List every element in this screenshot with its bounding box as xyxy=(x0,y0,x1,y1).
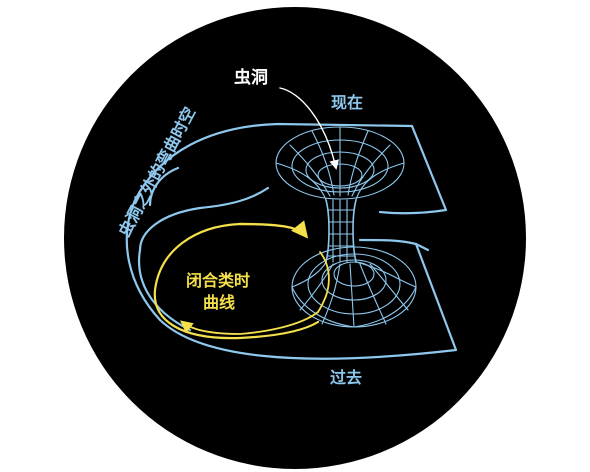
present-label: 现在 xyxy=(331,93,363,112)
past-label: 过去 xyxy=(330,368,362,387)
background-disc xyxy=(64,7,526,469)
wormhole-mesh xyxy=(275,126,417,328)
closed-timelike-curve xyxy=(153,220,330,340)
wormhole-pointer xyxy=(279,87,340,170)
ctc-label-line2: 曲线 xyxy=(203,293,235,312)
ctc-label-line1: 闭合类时 xyxy=(186,271,250,290)
wormhole-label: 虫洞 xyxy=(234,67,268,88)
spacetime-sheet xyxy=(125,122,458,360)
